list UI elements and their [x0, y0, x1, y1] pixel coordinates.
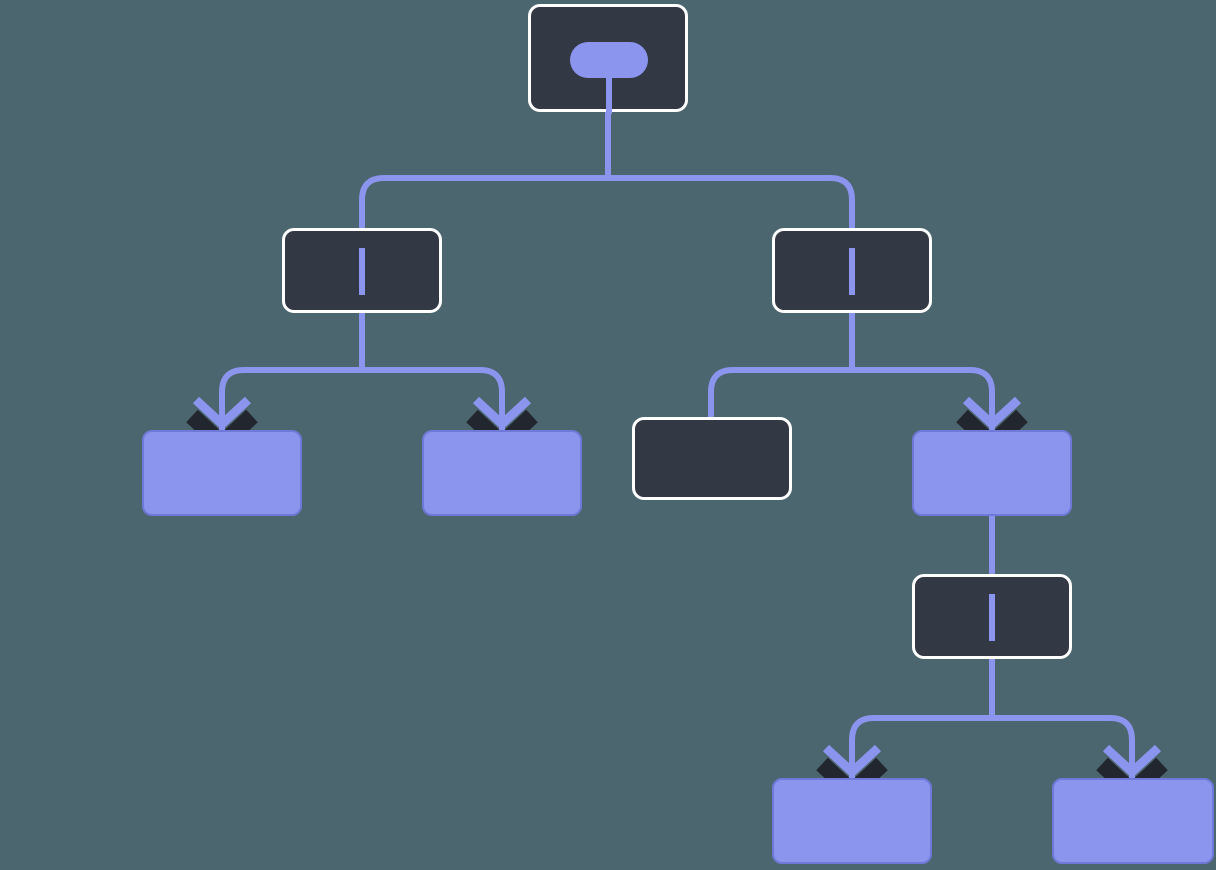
edge-n1-to-n3 [219, 313, 365, 430]
arrowhead-purple-icon-n9 [1102, 744, 1162, 779]
edge-n7-to-n9 [989, 659, 1135, 778]
arrowhead-purple-icon-n4 [472, 396, 532, 431]
arrowhead-purple-icon-n8 [822, 744, 882, 779]
arrowhead-purple-icon-n3 [192, 396, 252, 431]
edge-n7-to-n8 [849, 659, 995, 778]
tree-node-n4[interactable] [422, 430, 582, 516]
arrowhead-purple-icon-n6 [962, 396, 1022, 431]
edge-n1-to-n4 [359, 313, 505, 430]
tree-node-n2[interactable] [772, 228, 932, 313]
tree-node-n1[interactable] [282, 228, 442, 313]
edge-n2-to-n5 [708, 313, 855, 417]
tree-node-n8[interactable] [772, 778, 932, 864]
tree-node-n6[interactable] [912, 430, 1072, 516]
edge-n2-to-n6 [849, 313, 995, 430]
tree-node-n5[interactable] [632, 417, 792, 500]
tree-node-n7[interactable] [912, 574, 1072, 659]
edge-n0-to-n2 [605, 112, 855, 228]
tree-node-n9[interactable] [1052, 778, 1214, 864]
tree-node-n0[interactable] [528, 4, 688, 112]
tree-node-n3[interactable] [142, 430, 302, 516]
edge-n0-to-n1 [359, 112, 612, 228]
edge-path-group [219, 112, 1135, 778]
